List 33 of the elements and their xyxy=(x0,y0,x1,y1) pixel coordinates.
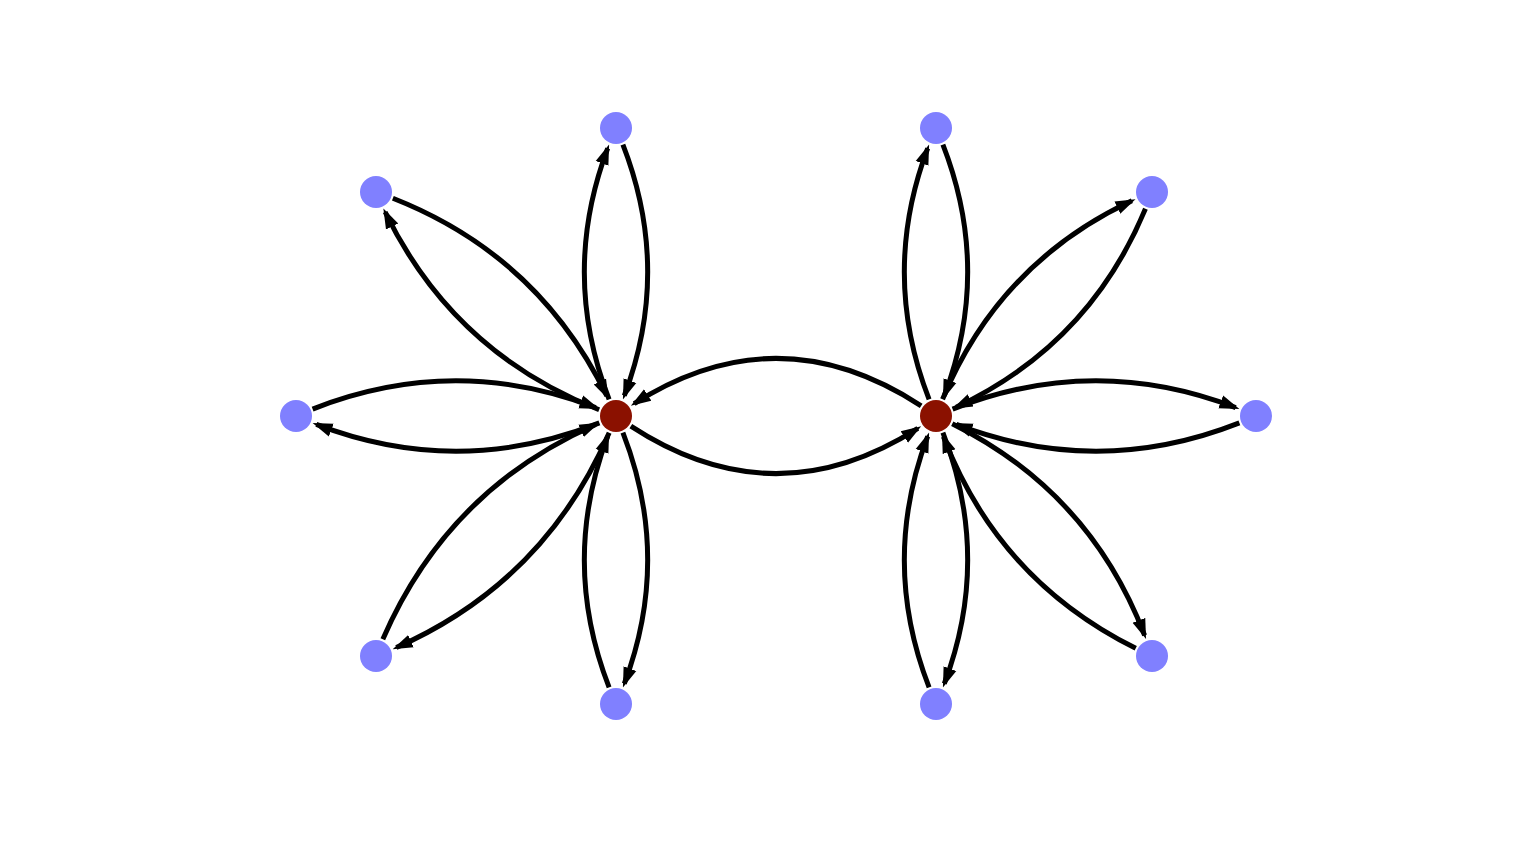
leaf-node xyxy=(360,640,392,672)
leaf-node xyxy=(360,176,392,208)
curved-arrow xyxy=(630,355,923,408)
curved-arrow xyxy=(940,198,1136,401)
curved-arrow xyxy=(901,144,932,401)
curved-arrow xyxy=(382,208,601,413)
curved-arrow xyxy=(951,421,1147,639)
leaf-node xyxy=(1136,176,1168,208)
curved-arrow xyxy=(940,431,971,688)
leaf-node xyxy=(920,688,952,720)
leaf-node xyxy=(280,400,312,432)
curved-arrow xyxy=(901,432,932,689)
hub-node xyxy=(600,400,632,432)
leaf-node xyxy=(1136,640,1168,672)
curved-arrow xyxy=(952,207,1148,410)
curved-arrow xyxy=(952,420,1241,454)
leaf-node xyxy=(1240,400,1272,432)
leaf-node xyxy=(600,688,632,720)
curved-arrow xyxy=(581,432,612,689)
curved-arrow xyxy=(581,144,612,401)
curved-arrow xyxy=(312,420,601,454)
curved-arrow xyxy=(380,422,600,641)
curved-arrow xyxy=(620,431,651,688)
curved-arrow xyxy=(629,424,922,477)
curved-arrow xyxy=(951,378,1240,412)
leaf-node xyxy=(920,112,952,144)
leaf-node xyxy=(600,112,632,144)
curved-arrow xyxy=(311,378,600,412)
hub-node xyxy=(920,400,952,432)
curved-arrow xyxy=(392,431,612,650)
curved-arrow xyxy=(391,195,610,400)
curved-arrow xyxy=(941,433,1137,651)
curved-arrow xyxy=(620,143,651,400)
